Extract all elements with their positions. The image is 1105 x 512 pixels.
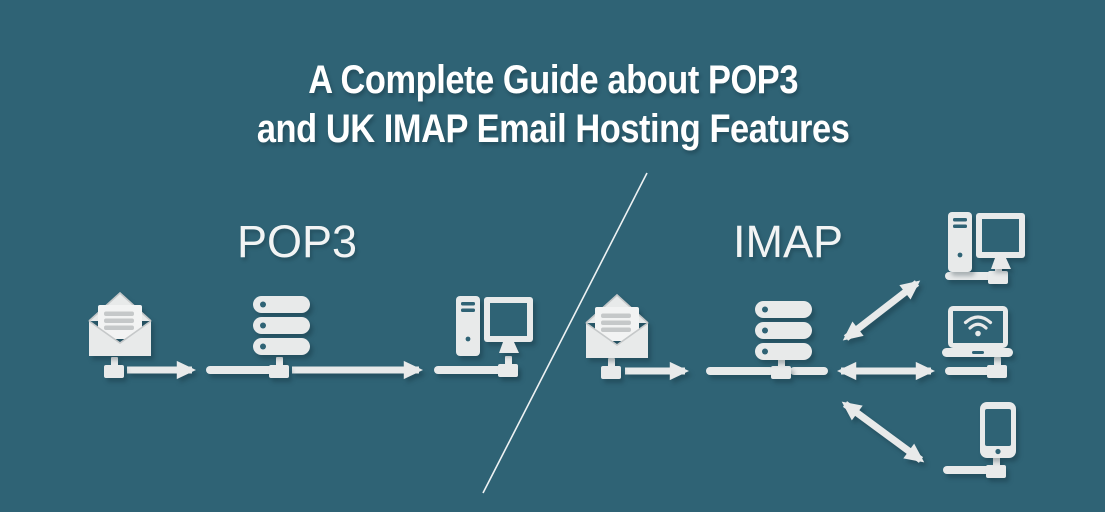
network-connector: [771, 358, 791, 379]
network-connector: [269, 357, 289, 378]
network-connector: [986, 457, 1006, 478]
laptop-wifi-icon: [940, 304, 1015, 359]
server-icon: [755, 301, 812, 360]
network-connector: [104, 357, 124, 378]
network-connector: [987, 357, 1007, 378]
envelope-icon: [88, 292, 152, 357]
imap-diagram: [585, 212, 1025, 478]
title-line-1: A Complete Guide about POP3: [308, 58, 799, 102]
pop3-diagram: [88, 292, 533, 380]
network-connector: [601, 358, 621, 379]
page-title: A Complete Guide about POP3 and UK IMAP …: [78, 56, 1028, 154]
envelope-icon: [585, 294, 649, 359]
desktop-computer-icon: [948, 212, 1025, 272]
network-connector: [498, 356, 518, 377]
smartphone-icon: [980, 402, 1016, 458]
title-line-2: and UK IMAP Email Hosting Features: [256, 107, 850, 151]
imap-label: IMAP: [732, 216, 844, 267]
desktop-computer-icon: [456, 296, 533, 356]
double-arrow-icon: [842, 280, 921, 341]
divider-line: [482, 172, 648, 494]
server-icon: [253, 296, 310, 355]
double-arrow-icon: [841, 401, 925, 463]
pop3-label: POP3: [236, 216, 358, 267]
